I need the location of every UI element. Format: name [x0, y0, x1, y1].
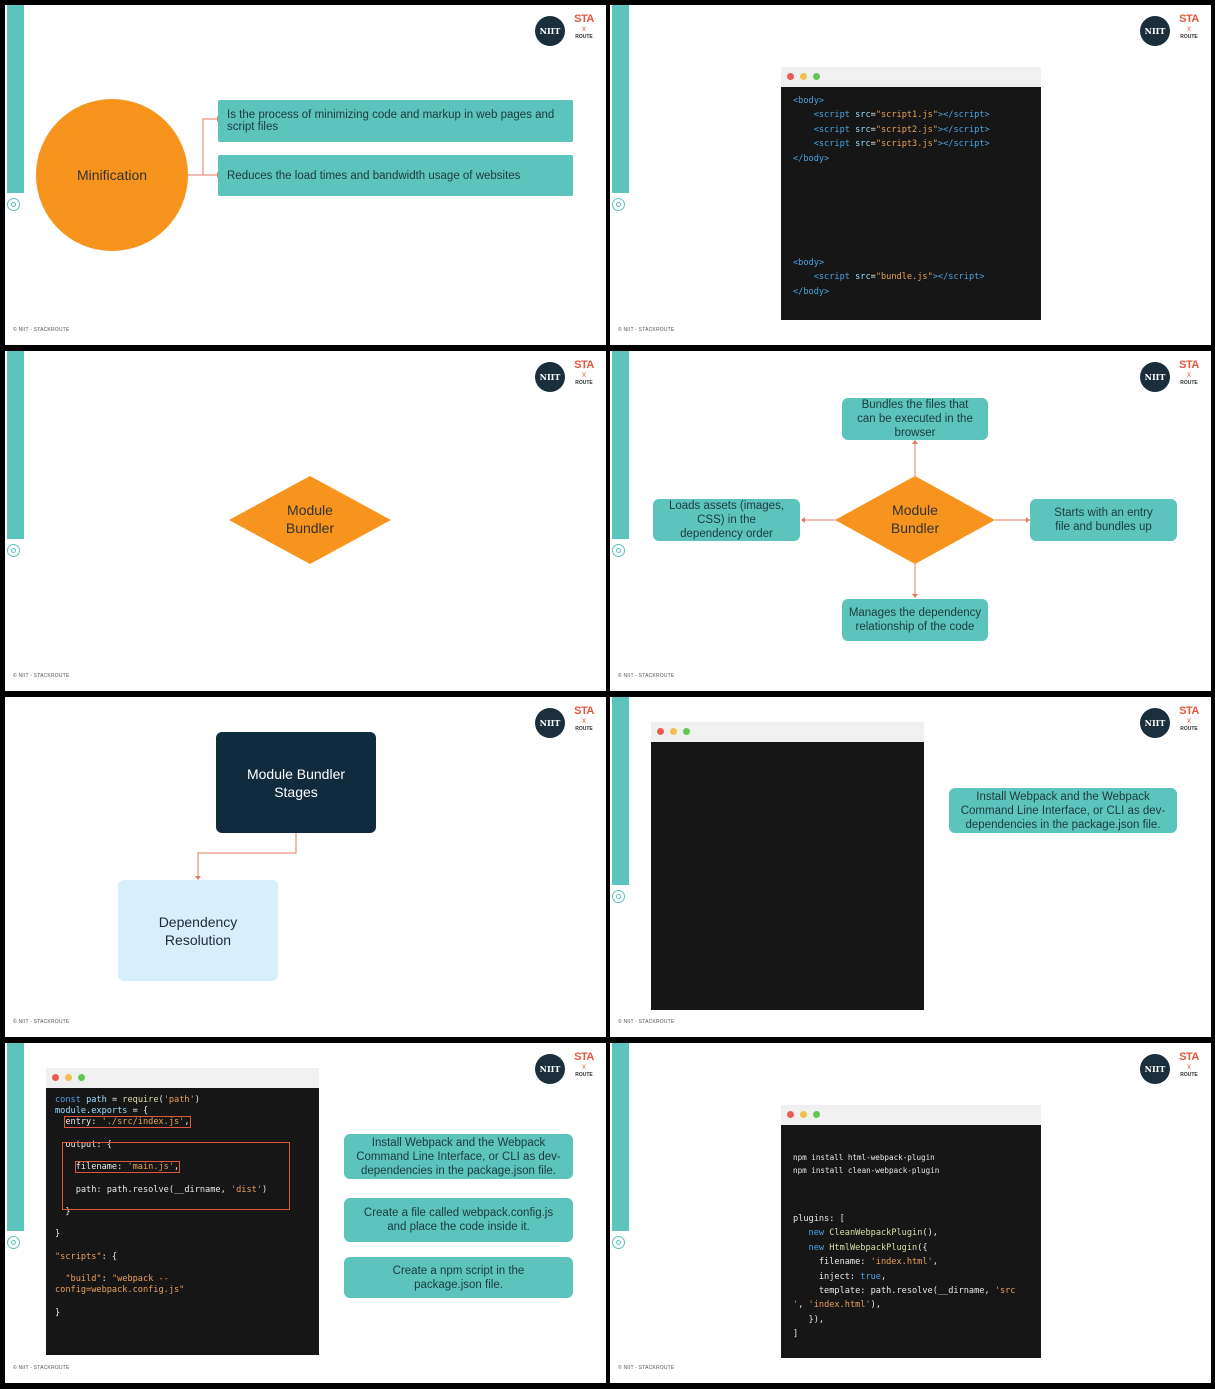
- code-multiple-scripts: <body> <script src="script1.js"></script…: [793, 96, 990, 164]
- ring-icon: [612, 890, 625, 903]
- ring-icon: [7, 544, 20, 557]
- footer: © NIIT - STACKROUTE: [13, 327, 70, 333]
- close-dot-icon: [52, 1074, 59, 1081]
- ring-icon: [612, 544, 625, 557]
- create-config-step-box: Create a file called webpack.config.js a…: [344, 1198, 573, 1242]
- slide-install-webpack: NIIT STA☓ROUTE Install Webpack and the W…: [610, 697, 1211, 1037]
- slide-webpack-config: NIIT STA☓ROUTE const path = require('pat…: [5, 1043, 606, 1383]
- footer: © NIIT - STACKROUTE: [13, 1019, 70, 1025]
- accent-bar: [612, 351, 629, 539]
- definition-box: Is the process of minimizing code and ma…: [218, 100, 573, 142]
- close-dot-icon: [787, 73, 794, 80]
- footer: © NIIT - STACKROUTE: [618, 1019, 675, 1025]
- window-titlebar: [781, 1105, 1041, 1125]
- ring-icon: [7, 198, 20, 211]
- footer: © NIIT - STACKROUTE: [618, 1365, 675, 1371]
- npm-install-code: npm install html-webpack-plugin npm inst…: [793, 1153, 940, 1175]
- code-window: const path = require('path') module.expo…: [46, 1068, 319, 1355]
- niit-logo: NIIT: [1140, 708, 1170, 738]
- npm-script-step-box: Create a npm script in the package.json …: [344, 1257, 573, 1298]
- stackroute-logo: STA☓ROUTE: [1179, 1051, 1199, 1079]
- stage-connector: [195, 833, 297, 880]
- close-dot-icon: [787, 1111, 794, 1118]
- bundler-diagram: [801, 440, 1030, 598]
- accent-bar: [7, 351, 24, 539]
- niit-logo: NIIT: [535, 708, 565, 738]
- close-dot-icon: [657, 728, 664, 735]
- stackroute-logo: STA☓ROUTE: [574, 705, 594, 733]
- stages-box: Module Bundler Stages: [216, 732, 376, 833]
- box-loads-assets: Loads assets (images, CSS) in the depend…: [653, 499, 800, 541]
- dependency-resolution-box: Dependency Resolution: [118, 880, 278, 981]
- window-titlebar: [651, 722, 924, 742]
- circle-label: Minification: [76, 167, 148, 183]
- box-bundles-files: Bundles the files that can be executed i…: [842, 398, 988, 440]
- plugins-code: plugins: [ new CleanWebpackPlugin(), new…: [793, 1214, 1016, 1340]
- code-window: npm install html-webpack-plugin npm inst…: [781, 1105, 1041, 1358]
- ring-icon: [612, 198, 625, 211]
- install-step-box: Install Webpack and the Webpack Command …: [344, 1134, 573, 1179]
- webpack-config-code: const path = require('path') module.expo…: [55, 1095, 268, 1318]
- minimize-dot-icon: [65, 1074, 72, 1081]
- code-window: <body> <script src="script1.js"></script…: [781, 67, 1041, 320]
- accent-bar: [612, 5, 629, 193]
- window-titlebar: [781, 67, 1041, 87]
- accent-bar: [7, 1043, 24, 1231]
- niit-logo: NIIT: [535, 16, 565, 46]
- code-bundle-script: <body> <script src="bundle.js"></script>…: [793, 258, 985, 297]
- maximize-dot-icon: [78, 1074, 85, 1081]
- ring-icon: [612, 1236, 625, 1249]
- footer: © NIIT - STACKROUTE: [618, 327, 675, 333]
- footer: © NIIT - STACKROUTE: [618, 673, 675, 679]
- stackroute-logo: STA☓ROUTE: [574, 359, 594, 387]
- slide-minification: NIIT STA☓ROUTE Minification Is the proce…: [5, 5, 606, 345]
- module-bundler-diamond: [229, 476, 391, 564]
- ring-icon: [7, 1236, 20, 1249]
- niit-logo: NIIT: [1140, 1054, 1170, 1084]
- slide-bundler-stages: NIIT STA☓ROUTE Module Bundler Stages Dep…: [5, 697, 606, 1037]
- niit-logo: NIIT: [535, 362, 565, 392]
- accent-bar: [612, 697, 629, 885]
- minification-circle: Minification: [36, 99, 188, 251]
- accent-bar: [612, 1043, 629, 1231]
- maximize-dot-icon: [683, 728, 690, 735]
- maximize-dot-icon: [813, 1111, 820, 1118]
- install-webpack-box: Install Webpack and the Webpack Command …: [949, 788, 1177, 833]
- window-titlebar: [46, 1068, 319, 1088]
- box-dependency-relationship: Manages the dependency relationship of t…: [842, 599, 988, 641]
- stackroute-logo: STA☓ROUTE: [1179, 13, 1199, 41]
- stackroute-logo: STA☓ROUTE: [574, 13, 594, 41]
- benefit-box: Reduces the load times and bandwidth usa…: [218, 155, 573, 196]
- stackroute-logo: STA☓ROUTE: [574, 1051, 594, 1079]
- terminal-window: [651, 722, 924, 1010]
- minimize-dot-icon: [800, 73, 807, 80]
- slide-webpack-plugins: NIIT STA☓ROUTE npm install html-webpack-…: [610, 1043, 1211, 1383]
- slide-script-bundle: NIIT STA☓ROUTE <body> <script src="scrip…: [610, 5, 1211, 345]
- niit-logo: NIIT: [535, 1054, 565, 1084]
- accent-bar: [7, 5, 24, 193]
- stackroute-logo: STA☓ROUTE: [1179, 359, 1199, 387]
- minimize-dot-icon: [670, 728, 677, 735]
- niit-logo: NIIT: [1140, 362, 1170, 392]
- footer: © NIIT - STACKROUTE: [13, 673, 70, 679]
- box-entry-file: Starts with an entry file and bundles up: [1030, 499, 1177, 541]
- maximize-dot-icon: [813, 73, 820, 80]
- stackroute-logo: STA☓ROUTE: [1179, 705, 1199, 733]
- footer: © NIIT - STACKROUTE: [13, 1365, 70, 1371]
- output-highlight: [62, 1142, 290, 1210]
- minimize-dot-icon: [800, 1111, 807, 1118]
- niit-logo: NIIT: [1140, 16, 1170, 46]
